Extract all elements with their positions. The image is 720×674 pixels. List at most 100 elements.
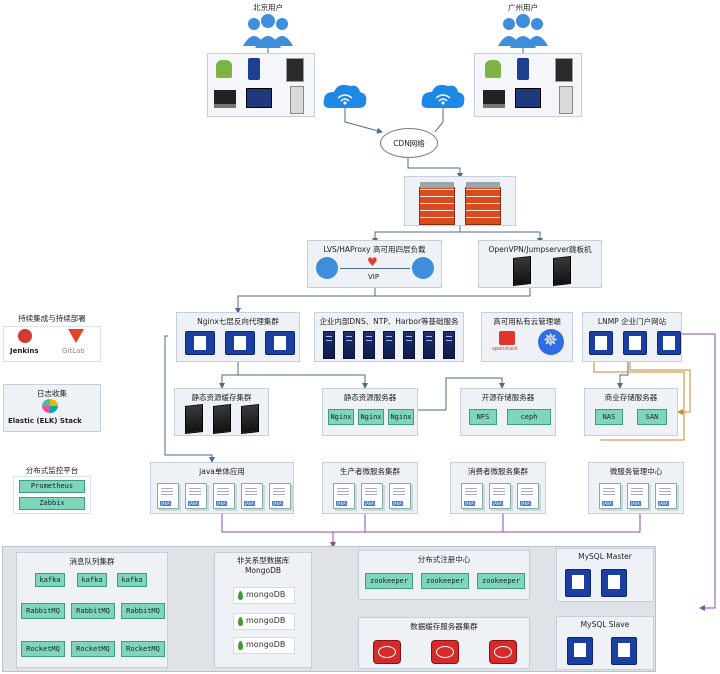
zookeeper-box: zookeeper <box>421 573 469 589</box>
java-doc-icon: JAVA <box>185 483 207 509</box>
java-doc-icon: JAVA <box>333 483 355 509</box>
java-app-panel: java单体应用 JAVA JAVA JAVA JAVA JAVA <box>150 462 294 514</box>
proxy-server-icon <box>185 331 215 355</box>
registry-panel: 分布式注册中心 zookeeper zookeeper zookeeper <box>358 550 530 600</box>
redis-icon <box>373 640 401 664</box>
rabbitmq-box: RabbitMQ <box>121 603 165 619</box>
kafka-box: kafka <box>35 573 65 587</box>
static-server-panel: 静态资源服务器 Nginx Nginx Nginx <box>322 388 418 436</box>
tablet-icon <box>286 58 304 82</box>
proxy-server-icon <box>225 331 255 355</box>
java-doc-icon: JAVA <box>599 483 621 509</box>
vip-label: VIP <box>368 273 380 281</box>
infra-title: 企业内部DNS、NTP、Harbor等基础服务 <box>319 317 459 326</box>
infra-panel: 企业内部DNS、NTP、Harbor等基础服务 <box>314 312 464 362</box>
firewall-icon <box>465 182 501 225</box>
mq-title: 消息队列集群 <box>69 557 115 566</box>
java-doc-icon: JAVA <box>627 483 649 509</box>
lvs-title: LVS/HAProxy 高可用四层负载 <box>323 245 426 254</box>
registry-title: 分布式注册中心 <box>417 555 471 564</box>
beijing-users-label: 北京用户 <box>253 3 283 12</box>
service-center-panel: 微服务管理中心 JAVA JAVA JAVA <box>588 462 684 514</box>
java-app-title: java单体应用 <box>199 467 245 476</box>
database-icon <box>601 569 627 597</box>
java-doc-icon: JAVA <box>241 483 263 509</box>
redis-icon <box>489 640 517 664</box>
san-box: SAN <box>637 409 667 425</box>
lvs-panel: LVS/HAProxy 高可用四层负载 ♥ VIP <box>307 240 442 288</box>
gitlab-logo-icon <box>68 329 84 343</box>
openvpn-title: OpenVPN/Jumpserver跳板机 <box>488 245 592 254</box>
guangzhou-users-label: 广州用户 <box>508 3 538 12</box>
jenkins-label: Jenkins <box>10 347 39 355</box>
cache-server-icon <box>213 404 231 434</box>
mq-panel: 消息队列集群 kafka kafka kafka RabbitMQ Rabbit… <box>16 552 168 668</box>
server-tower-icon <box>290 86 304 114</box>
nginx-title: Nginx七层反向代理集群 <box>197 317 279 326</box>
static-cache-panel: 静态资源缓存集群 <box>174 388 269 436</box>
redis-icon <box>431 640 459 664</box>
server-icon <box>513 256 531 286</box>
service-center-title: 微服务管理中心 <box>609 467 663 476</box>
laptop-icon <box>214 90 236 108</box>
rocketmq-box: RocketMQ <box>21 641 65 657</box>
nas-box: NAS <box>595 409 623 425</box>
nginx-box: Nginx <box>328 409 354 425</box>
mysql-master-title: MySQL Master <box>578 552 632 561</box>
cache-server-icon <box>185 404 203 434</box>
open-storage-panel: 开源存储服务器 NFS ceph <box>460 388 556 436</box>
cloud-wifi-icon <box>322 82 368 110</box>
nfs-box: NFS <box>469 409 497 425</box>
kubernetes-logo-icon <box>538 329 564 355</box>
database-icon <box>567 637 593 665</box>
database-icon <box>565 569 591 597</box>
server-tower-icon <box>559 86 573 114</box>
open-storage-title: 开源存储服务器 <box>481 393 535 402</box>
producer-panel: 生产者微服务集群 JAVA JAVA JAVA <box>322 462 418 514</box>
openstack-logo-icon: openstack <box>492 331 522 353</box>
elastic-logo-icon <box>42 399 58 413</box>
static-cache-title: 静态资源缓存集群 <box>191 393 252 402</box>
rabbitmq-box: RabbitMQ <box>21 603 65 619</box>
java-doc-icon: JAVA <box>655 483 677 509</box>
java-doc-icon: JAVA <box>269 483 291 509</box>
kafka-box: kafka <box>117 573 147 587</box>
log-panel: 日志收集 Elastic (ELK) Stack <box>3 384 101 432</box>
consumer-title: 消费者微服务集群 <box>468 467 528 476</box>
mongodb-logo-icon: mongoDB <box>233 637 295 654</box>
java-doc-icon: JAVA <box>157 483 179 509</box>
nosql-panel: 非关系型数据库 MongoDB mongoDB mongoDB mongoDB <box>214 552 312 668</box>
elk-label: Elastic (ELK) Stack <box>8 417 82 425</box>
java-doc-icon: JAVA <box>517 483 539 509</box>
cache-cluster-title: 数据缓存服务器集群 <box>410 622 478 631</box>
heart-icon: ♥ <box>367 255 378 269</box>
tablet-icon <box>555 58 573 82</box>
ceph-box: ceph <box>507 409 551 425</box>
nginx-box: Nginx <box>358 409 384 425</box>
monitor-title: 分布式监控平台 <box>25 466 79 475</box>
commercial-storage-panel: 商业存储服务器 NAS SAN <box>584 388 678 436</box>
java-doc-icon: JAVA <box>213 483 235 509</box>
web-server-icon <box>623 331 647 355</box>
java-doc-icon: JAVA <box>489 483 511 509</box>
rocketmq-box: RocketMQ <box>71 641 115 657</box>
cache-cluster-panel: 数据缓存服务器集群 <box>358 617 530 669</box>
load-balancer-icon <box>316 257 338 279</box>
beijing-users-icon <box>240 12 296 48</box>
firewall-icon <box>419 182 455 225</box>
rack-server-icon <box>443 331 455 359</box>
mysql-master-panel: MySQL Master <box>556 548 654 602</box>
zookeeper-box: zookeeper <box>365 573 413 589</box>
rack-server-icon <box>423 331 435 359</box>
rack-server-icon <box>323 331 335 359</box>
mongodb-logo-icon: mongoDB <box>233 613 295 630</box>
log-title: 日志收集 <box>37 389 67 398</box>
android-icon <box>216 60 232 78</box>
zabbix-box: Zabbix <box>19 497 85 510</box>
ci-title: 持续集成与持续部署 <box>18 314 86 323</box>
mysql-slave-title: MySQL Slave <box>580 620 630 629</box>
monitor-panel: Prometheus Zabbix <box>13 476 91 514</box>
nginx-cluster-panel: Nginx七层反向代理集群 <box>176 312 300 362</box>
ci-panel: Jenkins GitLab <box>3 326 101 362</box>
cloud-wifi-icon <box>420 82 466 110</box>
